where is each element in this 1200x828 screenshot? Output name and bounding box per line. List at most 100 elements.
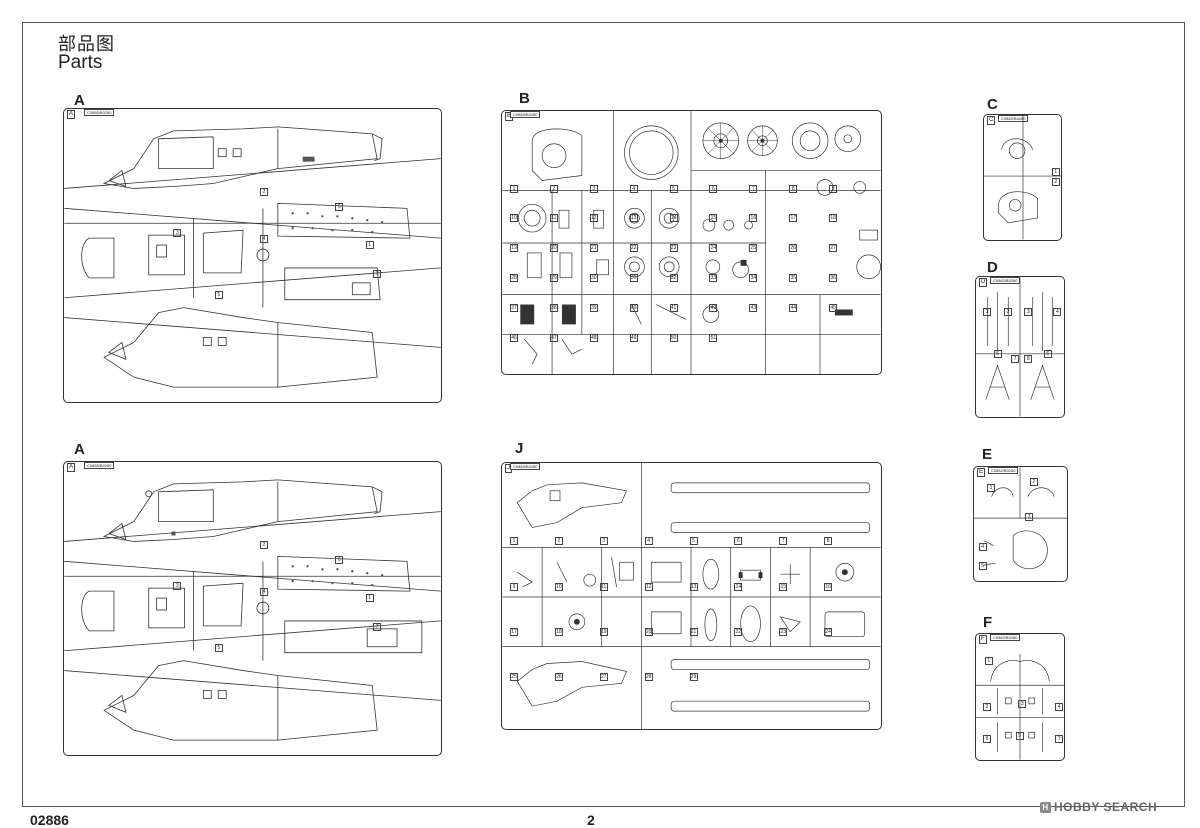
part-number-label: 2 [260, 188, 269, 197]
part-number-label: 1 [1051, 167, 1060, 176]
part-number-label: 4 [1055, 703, 1064, 712]
sprue-corner-label: E [977, 468, 986, 477]
part-number-label: 3 [173, 582, 182, 591]
sprue-c-drawing [984, 115, 1061, 240]
sprue-j: J C0885/B0280 [501, 462, 882, 730]
part-number-label: 25 [510, 673, 518, 682]
part-number-label: 32 [669, 274, 678, 283]
part-number-label: 7 [373, 623, 382, 632]
part-number-label: 21 [689, 627, 698, 636]
part-number-label: 2 [1004, 307, 1013, 316]
part-number-label: 28 [510, 274, 518, 283]
part-number-label: 17 [510, 627, 518, 636]
part-number-label: 46 [510, 333, 518, 342]
sprue-a-bottom: A C0885/B0280 1 2 3 4 [63, 461, 442, 756]
part-number-label: 39 [589, 303, 598, 312]
part-number-label: 22 [629, 244, 638, 253]
sprue-letter-b: B [519, 90, 530, 107]
part-number-label: 1 [510, 537, 518, 546]
part-number-label: 3 [1024, 307, 1033, 316]
part-number-label: 12 [644, 582, 653, 591]
sprue-letter-j: J [515, 440, 524, 457]
part-number-label: 17 [789, 214, 798, 223]
part-number-label: 18 [554, 627, 563, 636]
page-frame [22, 22, 1185, 807]
part-number-label: 1 [365, 593, 374, 602]
part-number-label: 11 [599, 582, 608, 591]
part-number-label: 8 [789, 184, 798, 193]
part-number-label: 43 [749, 303, 758, 312]
sprue-tag: C0885/B0280 [510, 463, 541, 470]
part-number-label: 45 [829, 303, 838, 312]
part-number-label: 13 [689, 582, 698, 591]
part-number-label: 38 [549, 303, 558, 312]
part-number-label: 11 [549, 214, 558, 223]
part-number-label: 6 [335, 555, 344, 564]
part-number-label: 4 [1053, 307, 1062, 316]
part-number-label: 7 [779, 537, 788, 546]
sprue-letter-f: F [983, 614, 993, 631]
part-number-label: 5 [689, 537, 698, 546]
part-number-label: 28 [644, 673, 653, 682]
part-number-label: 6 [709, 184, 718, 193]
part-number-label: 2 [1029, 478, 1038, 487]
part-number-label: 12 [589, 214, 598, 223]
sprue-b-drawing [502, 111, 881, 374]
part-number-label: 6 [983, 734, 992, 743]
part-number-label: 2 [260, 541, 269, 550]
part-number-label: 14 [669, 214, 678, 223]
part-number-label: 27 [829, 244, 838, 253]
part-number-label: 24 [709, 244, 718, 253]
part-number-label: 10 [510, 214, 518, 223]
sprue-corner-label: A [67, 463, 76, 472]
part-number-label: 29 [549, 274, 558, 283]
sprue-corner-label: D [979, 278, 988, 287]
part-number-label: 2 [554, 537, 563, 546]
sprue-letter-a-bottom: A [74, 441, 85, 458]
sprue-tag: C0885/B0280 [84, 109, 115, 116]
part-number-label: 9 [829, 184, 838, 193]
part-number-label: 16 [749, 214, 758, 223]
part-number-label: 4 [978, 543, 987, 552]
product-code: 02886 [30, 812, 69, 828]
part-number-label: 4 [644, 537, 653, 546]
part-number-label: 10 [554, 582, 563, 591]
part-number-label: 47 [549, 333, 558, 342]
part-number-label: 5 [978, 561, 987, 570]
part-number-label: 2 [1051, 177, 1060, 186]
part-number-label: 19 [510, 244, 518, 253]
part-number-label: 4 [260, 587, 269, 596]
part-number-label: 24 [824, 627, 833, 636]
part-number-label: 13 [629, 214, 638, 223]
part-number-label: 51 [709, 333, 718, 342]
part-number-label: 7 [373, 270, 382, 279]
part-number-label: 42 [709, 303, 718, 312]
part-number-label: 4 [260, 234, 269, 243]
part-number-label: 5 [669, 184, 678, 193]
sprue-corner-label: C [987, 116, 996, 125]
page-title-cn: 部品图 [58, 34, 115, 54]
part-number-label: 27 [599, 673, 608, 682]
part-number-label: 23 [669, 244, 678, 253]
part-number-label: 6 [1043, 349, 1052, 358]
part-number-label: 7 [1055, 734, 1064, 743]
part-number-label: 26 [554, 673, 563, 682]
sprue-tag: C0882/B0280 [988, 467, 1019, 474]
watermark-text: HOBBY SEARCH [1054, 800, 1158, 814]
page-title-en: Parts [58, 52, 103, 73]
part-number-label: 3 [589, 184, 598, 193]
part-number-label: 44 [789, 303, 798, 312]
sprue-tag: C0885/B0280 [84, 462, 115, 469]
part-number-label: 36 [829, 274, 838, 283]
part-number-label: 4 [629, 184, 638, 193]
part-number-label: 21 [589, 244, 598, 253]
part-number-label: 6 [734, 537, 743, 546]
part-number-label: 1 [510, 184, 518, 193]
sprue-letter-a-top: A [74, 92, 85, 109]
part-number-label: 1 [365, 240, 374, 249]
part-number-label: 6 [335, 202, 344, 211]
sprue-letter-d: D [987, 259, 998, 276]
sprue-a-bottom-drawing [64, 479, 441, 741]
